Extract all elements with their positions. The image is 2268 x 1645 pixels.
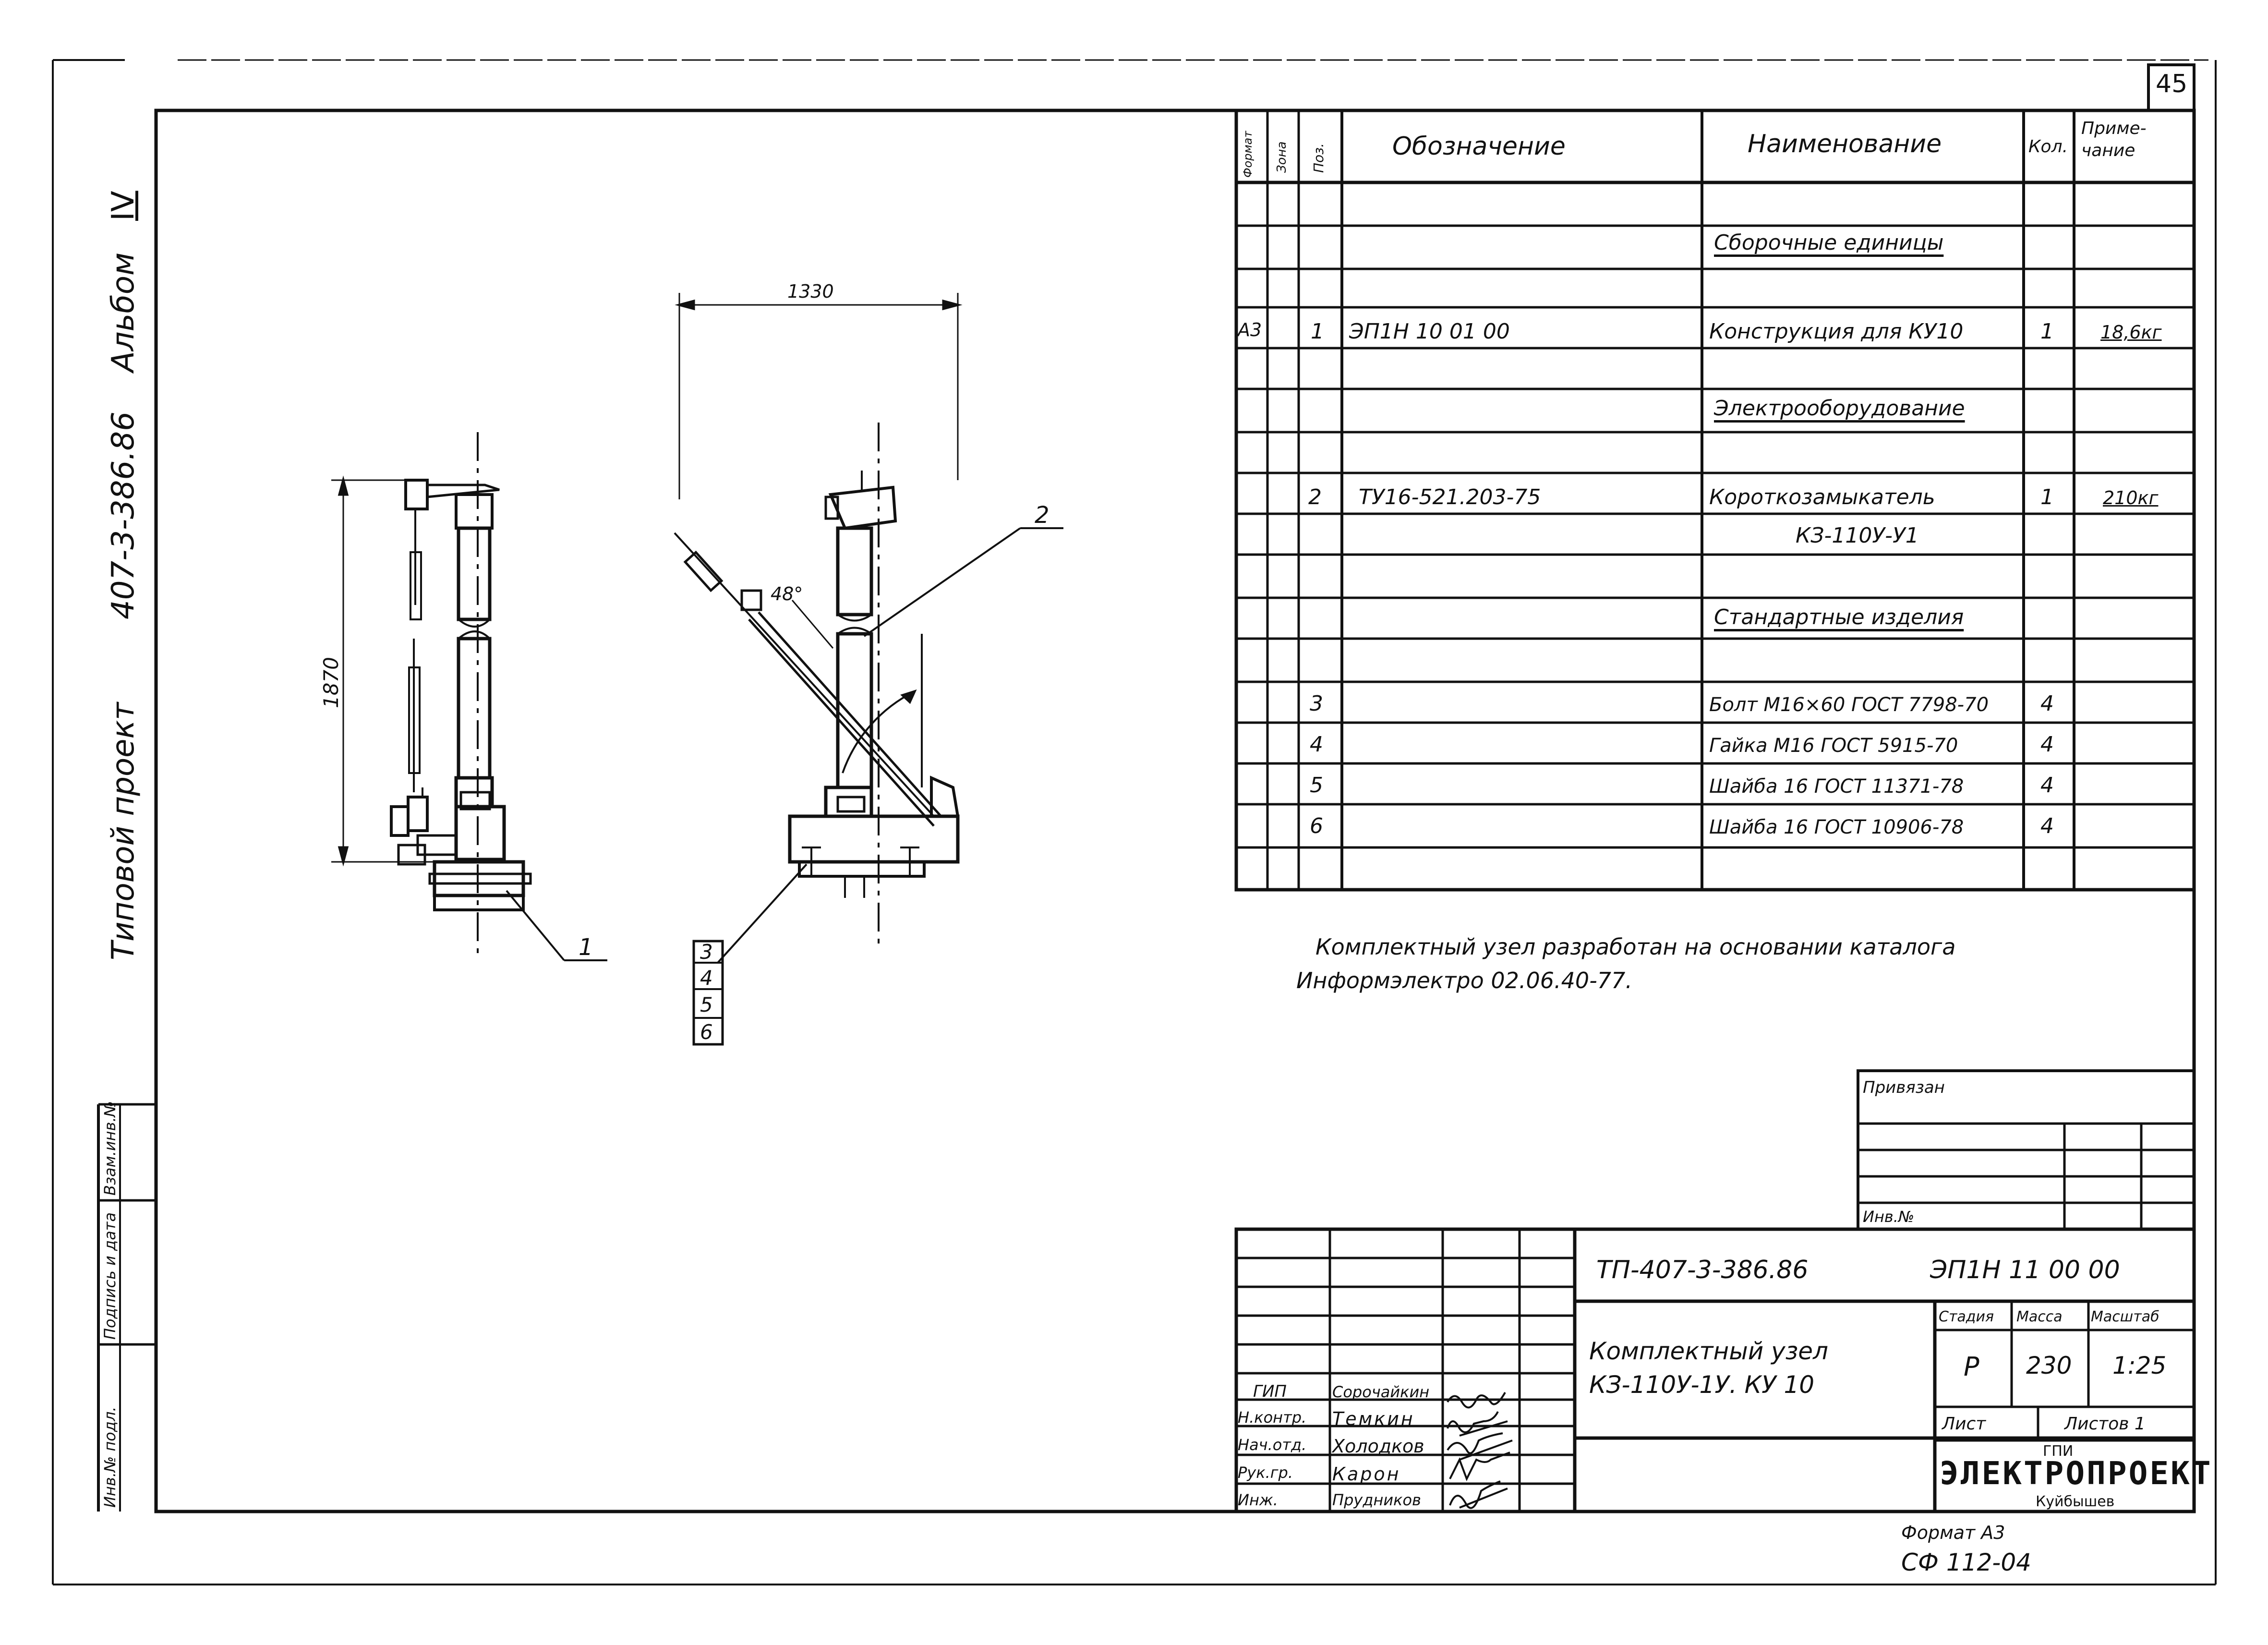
signer-name-inzh: Прудников [1332, 1491, 1421, 1509]
callout-3: 3 [700, 940, 713, 964]
row1-note: 18,6кг [2100, 322, 2162, 343]
section-assembly: Сборочные единицы [1714, 230, 1944, 255]
hdr-note: Приме- чание [2081, 119, 2147, 160]
signer-role-nachotd: Нач.отд. [1238, 1436, 1307, 1454]
hdr-format: Формат [1241, 131, 1255, 178]
row4-name: Гайка М16 ГОСТ 5915-70 [1709, 735, 1958, 757]
org-name: ЭЛЕКТРОПРОЕКТ [1940, 1455, 2213, 1492]
side-view [674, 293, 1063, 1046]
row3-name: Болт М16×60 ГОСТ 7798-70 [1709, 694, 1989, 716]
hdr-designation: Обозначение [1392, 132, 1566, 161]
hdr-name: Наименование [1748, 130, 1942, 158]
row4-qty: 4 [2040, 732, 2054, 757]
hdr-pos: Поз. [1311, 143, 1327, 173]
row5-name: Шайба 16 ГОСТ 11371-78 [1709, 775, 1964, 798]
row1-qty: 1 [2040, 319, 2054, 344]
side-project-label: Типовой проект [106, 702, 141, 960]
row2-qty: 1 [2040, 485, 2054, 509]
row5-pos: 5 [1310, 773, 1323, 798]
title-line2: КЗ-110У-1У. КУ 10 [1589, 1371, 1815, 1399]
mass-value: 230 [2026, 1352, 2072, 1379]
dim-height: 1870 [319, 657, 343, 708]
stamp-inv-podl: Инв.№ подл. [101, 1406, 119, 1508]
signer-role-gip: ГИП [1253, 1382, 1287, 1401]
signatures [1447, 1392, 1513, 1509]
signer-name-nachotd: Холодков [1332, 1436, 1424, 1457]
signer-name-rukgr: Карон [1332, 1464, 1401, 1485]
signer-role-inzh: Инж. [1238, 1491, 1278, 1509]
signer-role-rukgr: Рук.гр. [1238, 1464, 1293, 1482]
row1-name: Конструкция для КУ10 [1709, 319, 1964, 344]
row1-pos: 1 [1311, 319, 1324, 344]
row3-pos: 3 [1310, 691, 1323, 716]
note-line1: Комплектный узел разработан на основании… [1315, 934, 1956, 960]
page-number: 45 [2156, 70, 2188, 98]
row6-name: Шайба 16 ГОСТ 10906-78 [1709, 816, 1964, 838]
hdr-zone: Зона [1275, 141, 1289, 173]
privyazan-label: Привязан [1863, 1078, 1945, 1097]
row6-qty: 4 [2040, 814, 2054, 838]
scale-label: Масштаб [2091, 1308, 2159, 1325]
side-album-number: IV [106, 191, 141, 221]
signer-name-gip: Сорочайкин [1332, 1383, 1430, 1401]
stage-value: Р [1964, 1352, 1979, 1382]
angle-label: 48° [771, 583, 803, 605]
section-electrical: Электрооборудование [1714, 396, 1965, 421]
dim-width: 1330 [787, 281, 834, 302]
stamp-podpis-data: Подпись и дата [101, 1212, 119, 1340]
row3-qty: 4 [2040, 691, 2054, 716]
org-top: ГПИ [2043, 1443, 2074, 1460]
row5-qty: 4 [2040, 773, 2054, 798]
row2-name-cont: КЗ-110У-У1 [1796, 523, 1919, 548]
callout-6: 6 [700, 1020, 713, 1044]
callout-2: 2 [1035, 502, 1050, 529]
mass-label: Масса [2016, 1308, 2063, 1325]
scale-value: 1:25 [2112, 1352, 2167, 1379]
row6-pos: 6 [1310, 814, 1323, 838]
signer-role-nkontr: Н.контр. [1238, 1408, 1307, 1427]
callout-1: 1 [579, 934, 593, 961]
row1-format: А3 [1238, 319, 1262, 340]
row2-pos: 2 [1308, 485, 1322, 509]
section-standard: Стандартные изделия [1714, 605, 1964, 629]
org-city: Куйбышев [2036, 1493, 2115, 1510]
side-album-label: Альбом [106, 252, 141, 372]
sheet-label: Лист [1942, 1414, 1986, 1434]
project-code: ТП-407-3-386.86 [1596, 1256, 1809, 1284]
row4-pos: 4 [1310, 732, 1323, 757]
note-line2: Информэлектро 02.06.40-77. [1296, 968, 1632, 993]
row2-note: 210кг [2103, 487, 2159, 508]
row2-designation: ТУ16-521.203-75 [1359, 485, 1541, 509]
signer-name-nkontr: Темкин [1332, 1408, 1415, 1429]
row2-name: Короткозамыкатель [1709, 485, 1935, 509]
front-view [331, 432, 607, 961]
doc-code: ЭП1Н 11 00 00 [1930, 1256, 2120, 1284]
callout-4: 4 [700, 966, 713, 990]
callout-5: 5 [700, 993, 713, 1016]
hdr-qty: Кол. [2028, 137, 2068, 157]
footer-form-code: СФ 112-04 [1901, 1548, 2031, 1576]
stage-label: Стадия [1939, 1308, 1994, 1325]
stamp-vzam-inv: Взам.инв.№ [101, 1101, 119, 1196]
sheets-label: Листов 1 [2064, 1414, 2146, 1434]
inv-label: Инв.№ [1863, 1208, 1915, 1226]
footer-format: Формат А3 [1901, 1522, 2005, 1543]
row1-designation: ЭП1Н 10 01 00 [1349, 319, 1510, 344]
side-project-code: 407-3-386.86 [106, 411, 141, 619]
title-line1: Комплектный узел [1589, 1337, 1828, 1365]
